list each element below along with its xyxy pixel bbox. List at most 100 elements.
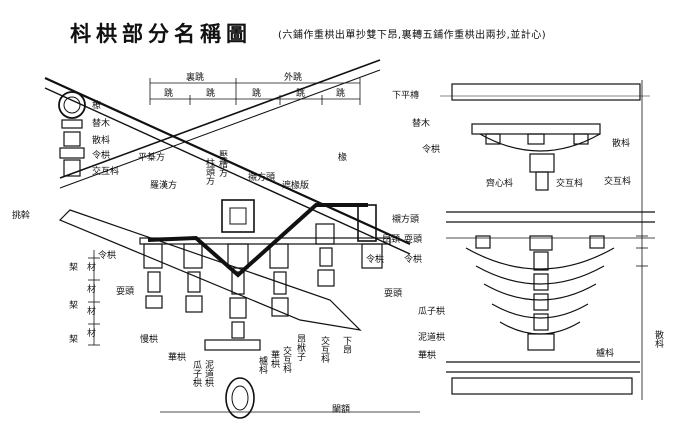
label-ang-zhi: 昂栿子	[295, 334, 306, 361]
label-tiao-1: 跳	[164, 87, 173, 99]
ti-mu-beam	[471, 123, 601, 135]
upper-dou-r	[573, 133, 589, 145]
label-chen-fang-tou: 襯方頭	[248, 171, 275, 183]
tiao-wo-line	[59, 59, 381, 179]
label-hua-gong: 華栱	[168, 351, 186, 363]
label-jiao-hu-dou-3: 交互枓	[319, 335, 330, 364]
label-shua-tou: 耍頭	[116, 286, 134, 297]
label-tiao-2: 跳	[206, 87, 215, 99]
bottom-beam	[451, 377, 633, 395]
label-san-dou: 散枓	[92, 134, 110, 146]
label-ling-gong-r2: 令栱	[404, 253, 422, 265]
label-san-dou-r: 散枓	[612, 137, 630, 149]
jiao-hu-dou-block	[63, 159, 81, 177]
label-jiao-hu-dou: 交互枓	[92, 165, 119, 177]
label-wai-tiao: 外跳	[284, 71, 302, 83]
gong-arc-4	[491, 303, 589, 319]
label-san-dou-r2: 散枓	[653, 329, 664, 349]
label-jiao-hu-dou-2: 交互枓	[281, 345, 292, 374]
label-tiao-wo: 挑斡	[12, 209, 30, 221]
right-labels: 下平槫 替木 散枓 令栱 齊心枓 交互枓 交互枓 耍頭 令栱 瓜子栱 泥道栱 華…	[392, 89, 631, 361]
label-man-gong: 慢栱	[140, 333, 158, 345]
lower-ang-shape	[58, 209, 362, 331]
label-jiao-hu-dou-r-mid: 交互枓	[556, 177, 583, 189]
lu-dou-base	[225, 377, 255, 419]
label-ti-mu-r: 替木	[412, 117, 430, 129]
label-zhe-chuan-ban: 遮椽版	[282, 179, 309, 191]
zhu-post-upper	[535, 171, 549, 191]
elevation-view	[440, 80, 655, 400]
label-tiao-3: 跳	[252, 87, 261, 99]
gong-arc-1	[465, 247, 615, 270]
label-zhi-3: 栔	[67, 333, 78, 344]
purlin-end-inner	[63, 96, 81, 114]
qi-xin-dou-r	[529, 153, 555, 173]
diagram-subtitle: (六鋪作重栱出單抄雙下昂,裏轉五鋪作重栱出兩抄,並計心)	[278, 30, 547, 41]
gong-arc-3	[483, 283, 597, 301]
zhu-tou-fang-inner	[229, 207, 247, 225]
label-gua-zi-gong-r: 瓜子栱	[418, 305, 445, 317]
diagram-title: 枓栱部分名稱圖	[70, 21, 252, 46]
label-cai-1: 材	[85, 261, 96, 271]
vertical-labels: 柱頭方 壓槽方 栔 栔 栔 材 材 材 材 瓜子栱 泥道栱 櫨枓 華栱 交互枓 …	[67, 150, 664, 388]
dou-block	[533, 313, 549, 331]
label-qi-xin-dou: 齊心枓	[486, 177, 513, 189]
label-cai-4: 材	[85, 327, 96, 337]
label-ling-gong: 令栱	[92, 149, 110, 161]
section-view	[44, 59, 420, 419]
bracket-column-5	[315, 223, 335, 287]
dou-block	[589, 235, 605, 249]
label-ling-gong-r: 令栱	[422, 143, 440, 155]
lu-dou-base-inner	[231, 385, 249, 411]
label-cai-3: 材	[85, 305, 96, 315]
label-jiao-hu-dou-r: 交互枓	[604, 175, 631, 187]
label-zhi-2: 栔	[67, 299, 78, 310]
dou-block	[533, 293, 549, 311]
label-shua-tou-2: 耍頭	[384, 288, 402, 299]
ling-gong-block	[59, 147, 85, 159]
dou-block	[533, 273, 549, 291]
label-tiao-5: 跳	[336, 87, 345, 99]
label-ling-gong-3: 令栱	[366, 253, 384, 265]
label-zhu-tou-fang: 柱頭方	[204, 157, 215, 186]
label-ling-gong-2: 令栱	[98, 249, 116, 261]
chen-fang-section	[357, 204, 377, 242]
label-ti-mu: 替木	[92, 117, 110, 129]
upper-dou-l	[485, 133, 501, 145]
label-tiao-4: 跳	[296, 87, 305, 99]
dou-block	[529, 235, 553, 251]
lu-dou-beam	[204, 339, 261, 351]
dou-block	[475, 235, 491, 249]
bracket-column-1	[143, 243, 163, 309]
label-ang-jing: 昂頸	[382, 234, 400, 245]
label-ni-dao-gong: 泥道栱	[203, 360, 214, 388]
label-cai-2: 材	[85, 283, 96, 293]
zhu-tou-fang-section	[221, 199, 255, 233]
rafter-line-lower	[44, 87, 411, 255]
tiao-wo-line-lower	[59, 69, 381, 189]
label-xia-ping-tuan: 下平槫	[392, 89, 419, 101]
label-gua-zi-gong: 瓜子栱	[191, 360, 202, 388]
label-li-tiao: 裏跳	[186, 71, 204, 83]
rafter-line	[44, 76, 411, 246]
label-luo-han-fang: 羅漢方	[150, 179, 177, 191]
upper-dou-c	[527, 133, 545, 145]
label-chuan: 椽	[338, 151, 347, 163]
label-qiao: 橑	[92, 99, 101, 111]
label-ni-dao-gong-r: 泥道栱	[418, 331, 445, 343]
dou-block	[533, 251, 549, 271]
labels: 裏跳 外跳 跳 跳 跳 跳 跳 橑 替木 散枓 令栱 交互枓 挑斡 令栱 耍頭 …	[12, 71, 419, 415]
upper-gong-arc	[479, 133, 601, 152]
label-xia-ang: 下昂	[341, 336, 352, 355]
xia-ping-tuan-beam	[451, 83, 641, 101]
ang-beam-thick	[147, 203, 368, 278]
purlin-end	[58, 91, 86, 119]
label-lu-dou: 櫨枓	[257, 355, 268, 375]
label-hua-gong-2: 華栱	[269, 349, 280, 369]
label-lu-dou-r: 櫨枓	[596, 347, 614, 359]
ti-mu-block	[61, 119, 83, 129]
lu-dou-block	[527, 333, 555, 351]
label-ping-chu-fang: 平棊方	[138, 151, 165, 163]
